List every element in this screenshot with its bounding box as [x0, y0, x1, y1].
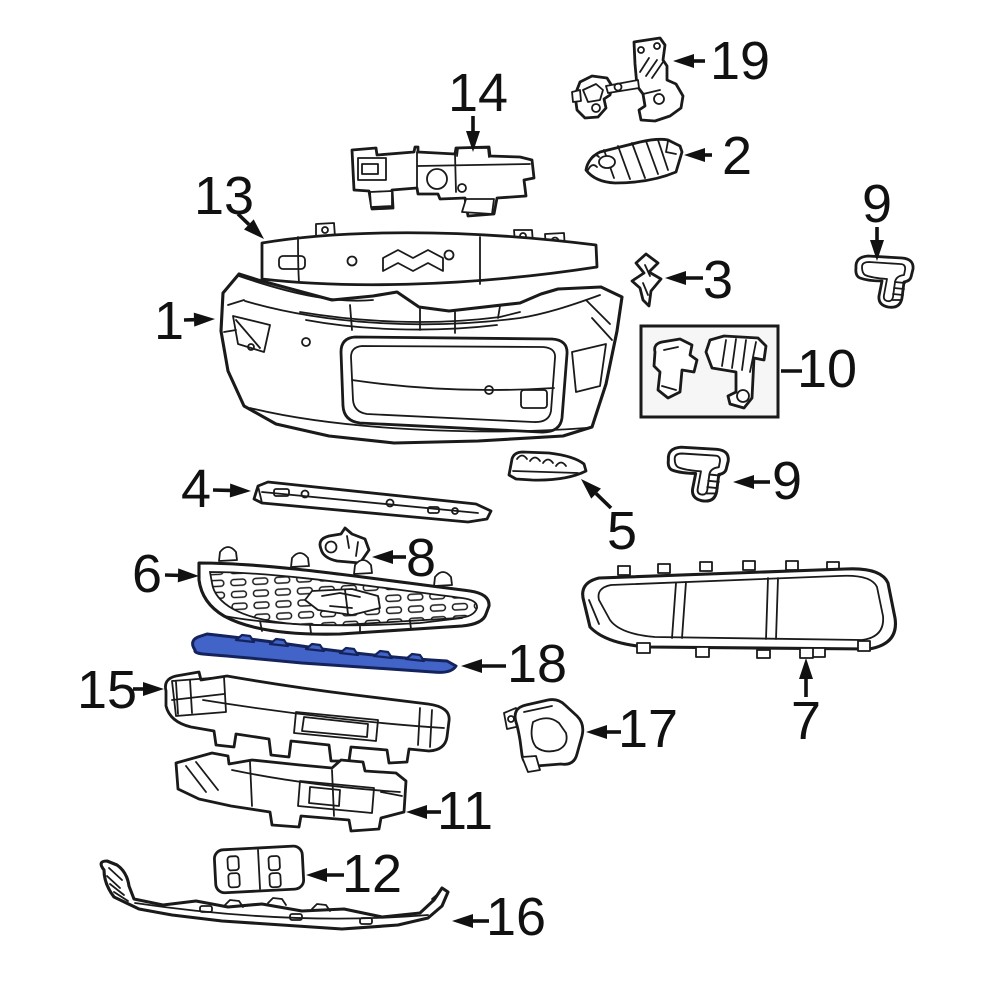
- part-4-upper-strip-drawing: [252, 480, 493, 524]
- callout-arrowhead-1: [193, 312, 215, 327]
- callout-arrowhead-12: [306, 868, 327, 882]
- callout-label-2: 2: [722, 126, 752, 186]
- part-3-clip-bracket-drawing: [630, 252, 663, 308]
- callout-arrowhead-6: [177, 568, 199, 583]
- part-15-energy-absorber-drawing: [164, 670, 451, 765]
- callout-arrowhead-4: [229, 483, 251, 498]
- callout-arrowhead-8: [372, 550, 393, 564]
- callout-label-11: 11: [437, 781, 493, 841]
- callout-label-12: 12: [342, 844, 402, 904]
- part-7-lower-grille-frame-drawing: [581, 560, 898, 659]
- part-17-bracket-drawing: [503, 698, 585, 773]
- part-5-corner-vent-drawing: [507, 450, 588, 482]
- callout-arrowhead-7: [799, 658, 813, 679]
- part-8-clip-drawing: [318, 526, 371, 565]
- callout-arrowhead-19: [673, 54, 694, 68]
- part-14-mount-bracket-drawing: [350, 145, 536, 218]
- callout-label-5: 5: [607, 501, 637, 561]
- callout-label-18: 18: [507, 634, 567, 694]
- part-1-bumper-cover-drawing: [219, 272, 624, 445]
- callout-arrowhead-15: [143, 682, 164, 696]
- callout-label-10: 10: [797, 339, 857, 399]
- part-6-upper-grille-drawing: [197, 546, 491, 636]
- part-9-corner-pad-upper-drawing: [854, 254, 915, 309]
- callout-label-1: 1: [154, 291, 184, 351]
- callout-label-6: 6: [132, 544, 162, 604]
- callout-arrowhead-13: [244, 219, 264, 239]
- part-9-corner-pad-lower-drawing: [666, 445, 730, 503]
- callout-label-3: 3: [703, 250, 733, 310]
- callout-label-17: 17: [618, 699, 678, 759]
- part-19-bracket-drawing: [571, 36, 685, 123]
- part-2-side-bracket-drawing: [584, 137, 684, 185]
- callout-arrowhead-14: [466, 131, 480, 152]
- callout-label-8: 8: [406, 528, 436, 588]
- callout-label-14: 14: [448, 63, 508, 123]
- callout-arrowhead-9: [870, 240, 884, 261]
- callout-label-9: 9: [862, 174, 892, 234]
- callout-arrowhead-9: [733, 475, 754, 489]
- callout-arrowhead-17: [586, 725, 607, 739]
- callout-arrow-line-13: [236, 212, 251, 226]
- callout-arrowhead-11: [406, 805, 427, 819]
- callout-arrowhead-18: [461, 659, 482, 673]
- callout-arrowhead-2: [684, 148, 705, 162]
- callout-label-4: 4: [181, 459, 211, 519]
- callout-label-9: 9: [772, 451, 802, 511]
- part-11-lower-shield-drawing: [174, 751, 408, 833]
- callout-label-15: 15: [77, 660, 137, 720]
- part-18-highlighted-molding-drawing: [191, 632, 458, 674]
- callout-label-13: 13: [194, 166, 254, 226]
- callout-label-7: 7: [791, 691, 821, 751]
- part-13-impact-bar-drawing: [260, 222, 599, 287]
- callout-arrowhead-16: [452, 914, 473, 928]
- part-12-license-bracket-drawing: [213, 844, 306, 895]
- callout-arrowhead-3: [665, 271, 686, 285]
- part-10-group-box: [639, 324, 780, 419]
- callout-label-19: 19: [710, 31, 770, 91]
- callout-arrowhead-5: [581, 479, 601, 499]
- part-16-chin-spoiler-drawing: [99, 859, 450, 931]
- callout-label-16: 16: [486, 887, 546, 947]
- callout-arrow-line-5: [594, 492, 613, 510]
